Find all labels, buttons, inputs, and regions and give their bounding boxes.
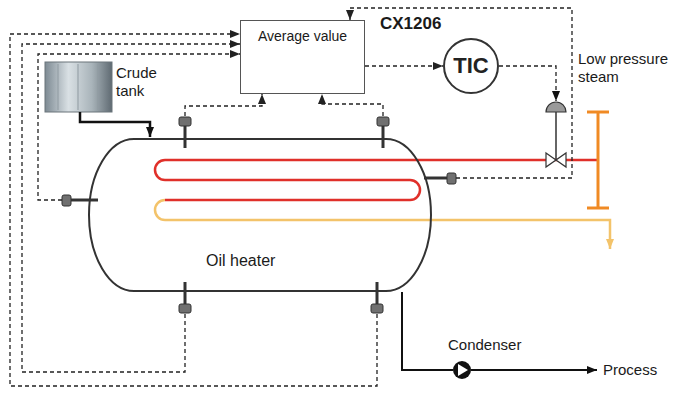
pump-symbol-mark: [458, 364, 468, 376]
tank-body: [45, 62, 112, 112]
node-label: Oil heater: [206, 252, 275, 270]
sensor-stem: [376, 282, 379, 304]
tank-label: Crude tank: [116, 64, 164, 100]
tank-rib: [58, 64, 59, 110]
label-holder: Condenser: [448, 336, 538, 354]
heater-vessel: Oil heater: [88, 138, 432, 292]
condenser-label: Condenser: [448, 336, 538, 354]
process-pipe: [471, 369, 597, 371]
node-label: Average value: [241, 28, 364, 44]
steam-header-cap: [587, 207, 609, 210]
signal-line: [322, 94, 383, 116]
label-holder: Crude tank: [116, 64, 164, 100]
pump-symbol: [453, 361, 471, 379]
tank-rib: [78, 64, 79, 110]
steam-label: Low pressure steam: [578, 50, 678, 86]
temperature-sensor: [179, 117, 191, 126]
temperature-sensor: [447, 173, 456, 184]
temperature-sensor: [62, 195, 71, 206]
temperature-sensor: [377, 117, 389, 126]
signal-line: [38, 54, 240, 200]
outlet-pipe: [402, 292, 453, 370]
sensor-stem: [184, 126, 187, 148]
node-label: CX1206: [380, 14, 441, 34]
controller-circle: TIC: [443, 38, 499, 94]
label-holder: Process: [603, 361, 673, 379]
sensor-stem: [71, 199, 98, 202]
signal-line: [22, 44, 240, 372]
node-label: TIC: [453, 53, 488, 79]
steam-header-cap: [587, 111, 609, 114]
valve-body: [546, 153, 566, 167]
sensor-stem: [382, 126, 385, 148]
controller-box: CX1206Average valueTIC: [185, 3, 547, 112]
signal-line: [350, 8, 572, 178]
valve-stem: [555, 112, 557, 160]
sensor-stem: [424, 177, 447, 180]
valve-actuator: [546, 102, 566, 112]
feed-pipe: [80, 112, 150, 137]
vessel-shell: [89, 139, 431, 291]
temperature-sensor: [371, 304, 383, 313]
tank-rib: [98, 64, 99, 110]
signal-line: [185, 94, 262, 116]
sensor-stem: [184, 282, 187, 304]
steam-coil: [155, 160, 598, 200]
control-signal: [499, 66, 556, 101]
process-label: Process: [603, 361, 673, 379]
function-box: Average value: [240, 20, 365, 94]
signal-line: [365, 65, 443, 66]
steam-header: [597, 112, 600, 208]
temperature-sensor: [179, 304, 191, 313]
condensate-line: [155, 200, 610, 249]
label-holder: Low pressure steam: [578, 50, 678, 86]
